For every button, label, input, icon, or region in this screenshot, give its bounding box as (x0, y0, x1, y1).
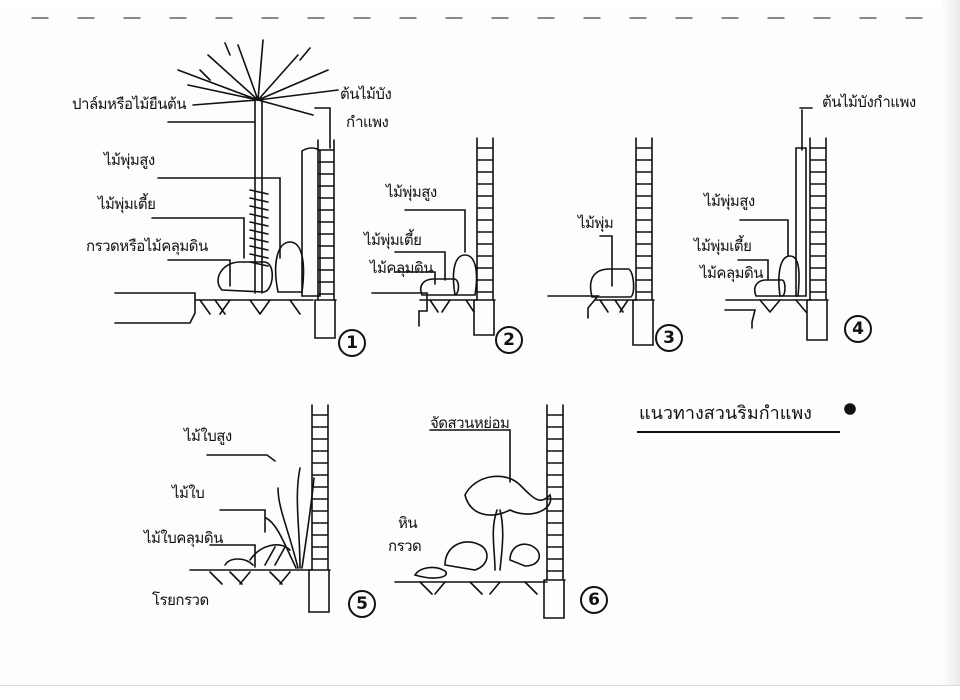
diagram-title: แนวทางสวนริมกำแพง (637, 398, 840, 433)
foliage-cover (224, 544, 291, 566)
label-gravel-6: กรวด (388, 537, 422, 555)
paper-bottom-edge (0, 685, 960, 700)
wall-3 (632, 137, 655, 346)
tree (464, 475, 552, 571)
label-tall-shrub-2: ไม้พุ่มสูง (386, 183, 437, 201)
wall-1 (314, 139, 337, 339)
label-wall-screen-4: ต้นไม้บังกำแพง (822, 93, 916, 111)
section-1-drawing (114, 39, 339, 324)
section-5-drawing (189, 454, 315, 585)
label-tall-foliage-5: ไม้ใบสูง (184, 427, 232, 445)
leader-lines (394, 209, 466, 285)
label-tall-shrub-1: ไม้พุ่มสูง (104, 151, 155, 169)
screen-plant (301, 147, 321, 297)
tall-shrub (778, 255, 800, 297)
palm-trunk-wrap (249, 189, 269, 267)
tall-shrub (452, 254, 478, 296)
label-gravel-5: โรยกรวด (152, 591, 209, 609)
section-number-2: 2 (495, 326, 523, 354)
label-palm: ปาล์มหรือไม้ยืนต้น (72, 95, 186, 113)
label-foliage-5: ไม้ใบ (172, 484, 205, 502)
label-wall-screen-1a: ต้นไม้บัง (340, 85, 392, 103)
label-foliage-cover-5: ไม้ใบคลุมดิน (144, 529, 223, 547)
label-wall-screen-1b: กำแพง (346, 113, 389, 131)
leader-line (599, 235, 613, 287)
section-number-1: 1 (338, 329, 366, 357)
paper-right-edge (942, 0, 960, 700)
paper-top-edge (0, 0, 960, 10)
label-rock-6: หิน (398, 514, 418, 532)
section-number-5: 5 (348, 590, 376, 618)
label-shrub-3: ไม้พุ่ม (578, 214, 614, 232)
low-shrub (753, 279, 786, 297)
tall-shrub (274, 241, 305, 293)
section-4-drawing (724, 107, 813, 329)
tall-foliage (265, 467, 315, 569)
section-3-drawing (547, 235, 637, 319)
label-ground-1: กรวดหรือไม้คลุมดิน (86, 237, 208, 255)
section-number-6: 6 (580, 586, 608, 614)
section-number-3: 3 (655, 324, 683, 352)
label-tall-shrub-4: ไม้พุ่มสูง (704, 192, 755, 210)
palm-fronds (177, 39, 339, 116)
label-low-shrub-1: ไม้พุ่มเตี้ย (98, 195, 156, 213)
rocks (413, 541, 541, 579)
label-low-shrub-4: ไม้พุ่มเตี้ย (694, 237, 752, 255)
wall-4 (806, 137, 829, 341)
label-ground-cover-2: ไม้คลุมดิน (370, 259, 434, 277)
section-6-drawing (394, 429, 552, 595)
label-low-shrub-2: ไม้พุ่มเตี้ย (364, 231, 422, 249)
low-shrub (217, 261, 274, 293)
section-number-4: 4 (844, 315, 872, 343)
walls (308, 137, 829, 619)
wall-2 (473, 137, 496, 336)
label-ground-cover-4: ไม้คลุมดิน (700, 264, 764, 282)
title-end-mark (844, 403, 856, 415)
wall-5 (308, 404, 331, 613)
section-2-drawing (371, 209, 478, 327)
screen-plant (795, 147, 807, 297)
shrub (589, 268, 635, 298)
leader-line (429, 429, 511, 483)
leader-lines (151, 107, 331, 287)
palm-trunk (254, 99, 263, 294)
wall-6 (543, 404, 566, 619)
leader-lines (206, 454, 276, 568)
leader-lines (737, 107, 813, 281)
label-rock-garden-6: จัดสวนหย่อม (430, 414, 510, 432)
